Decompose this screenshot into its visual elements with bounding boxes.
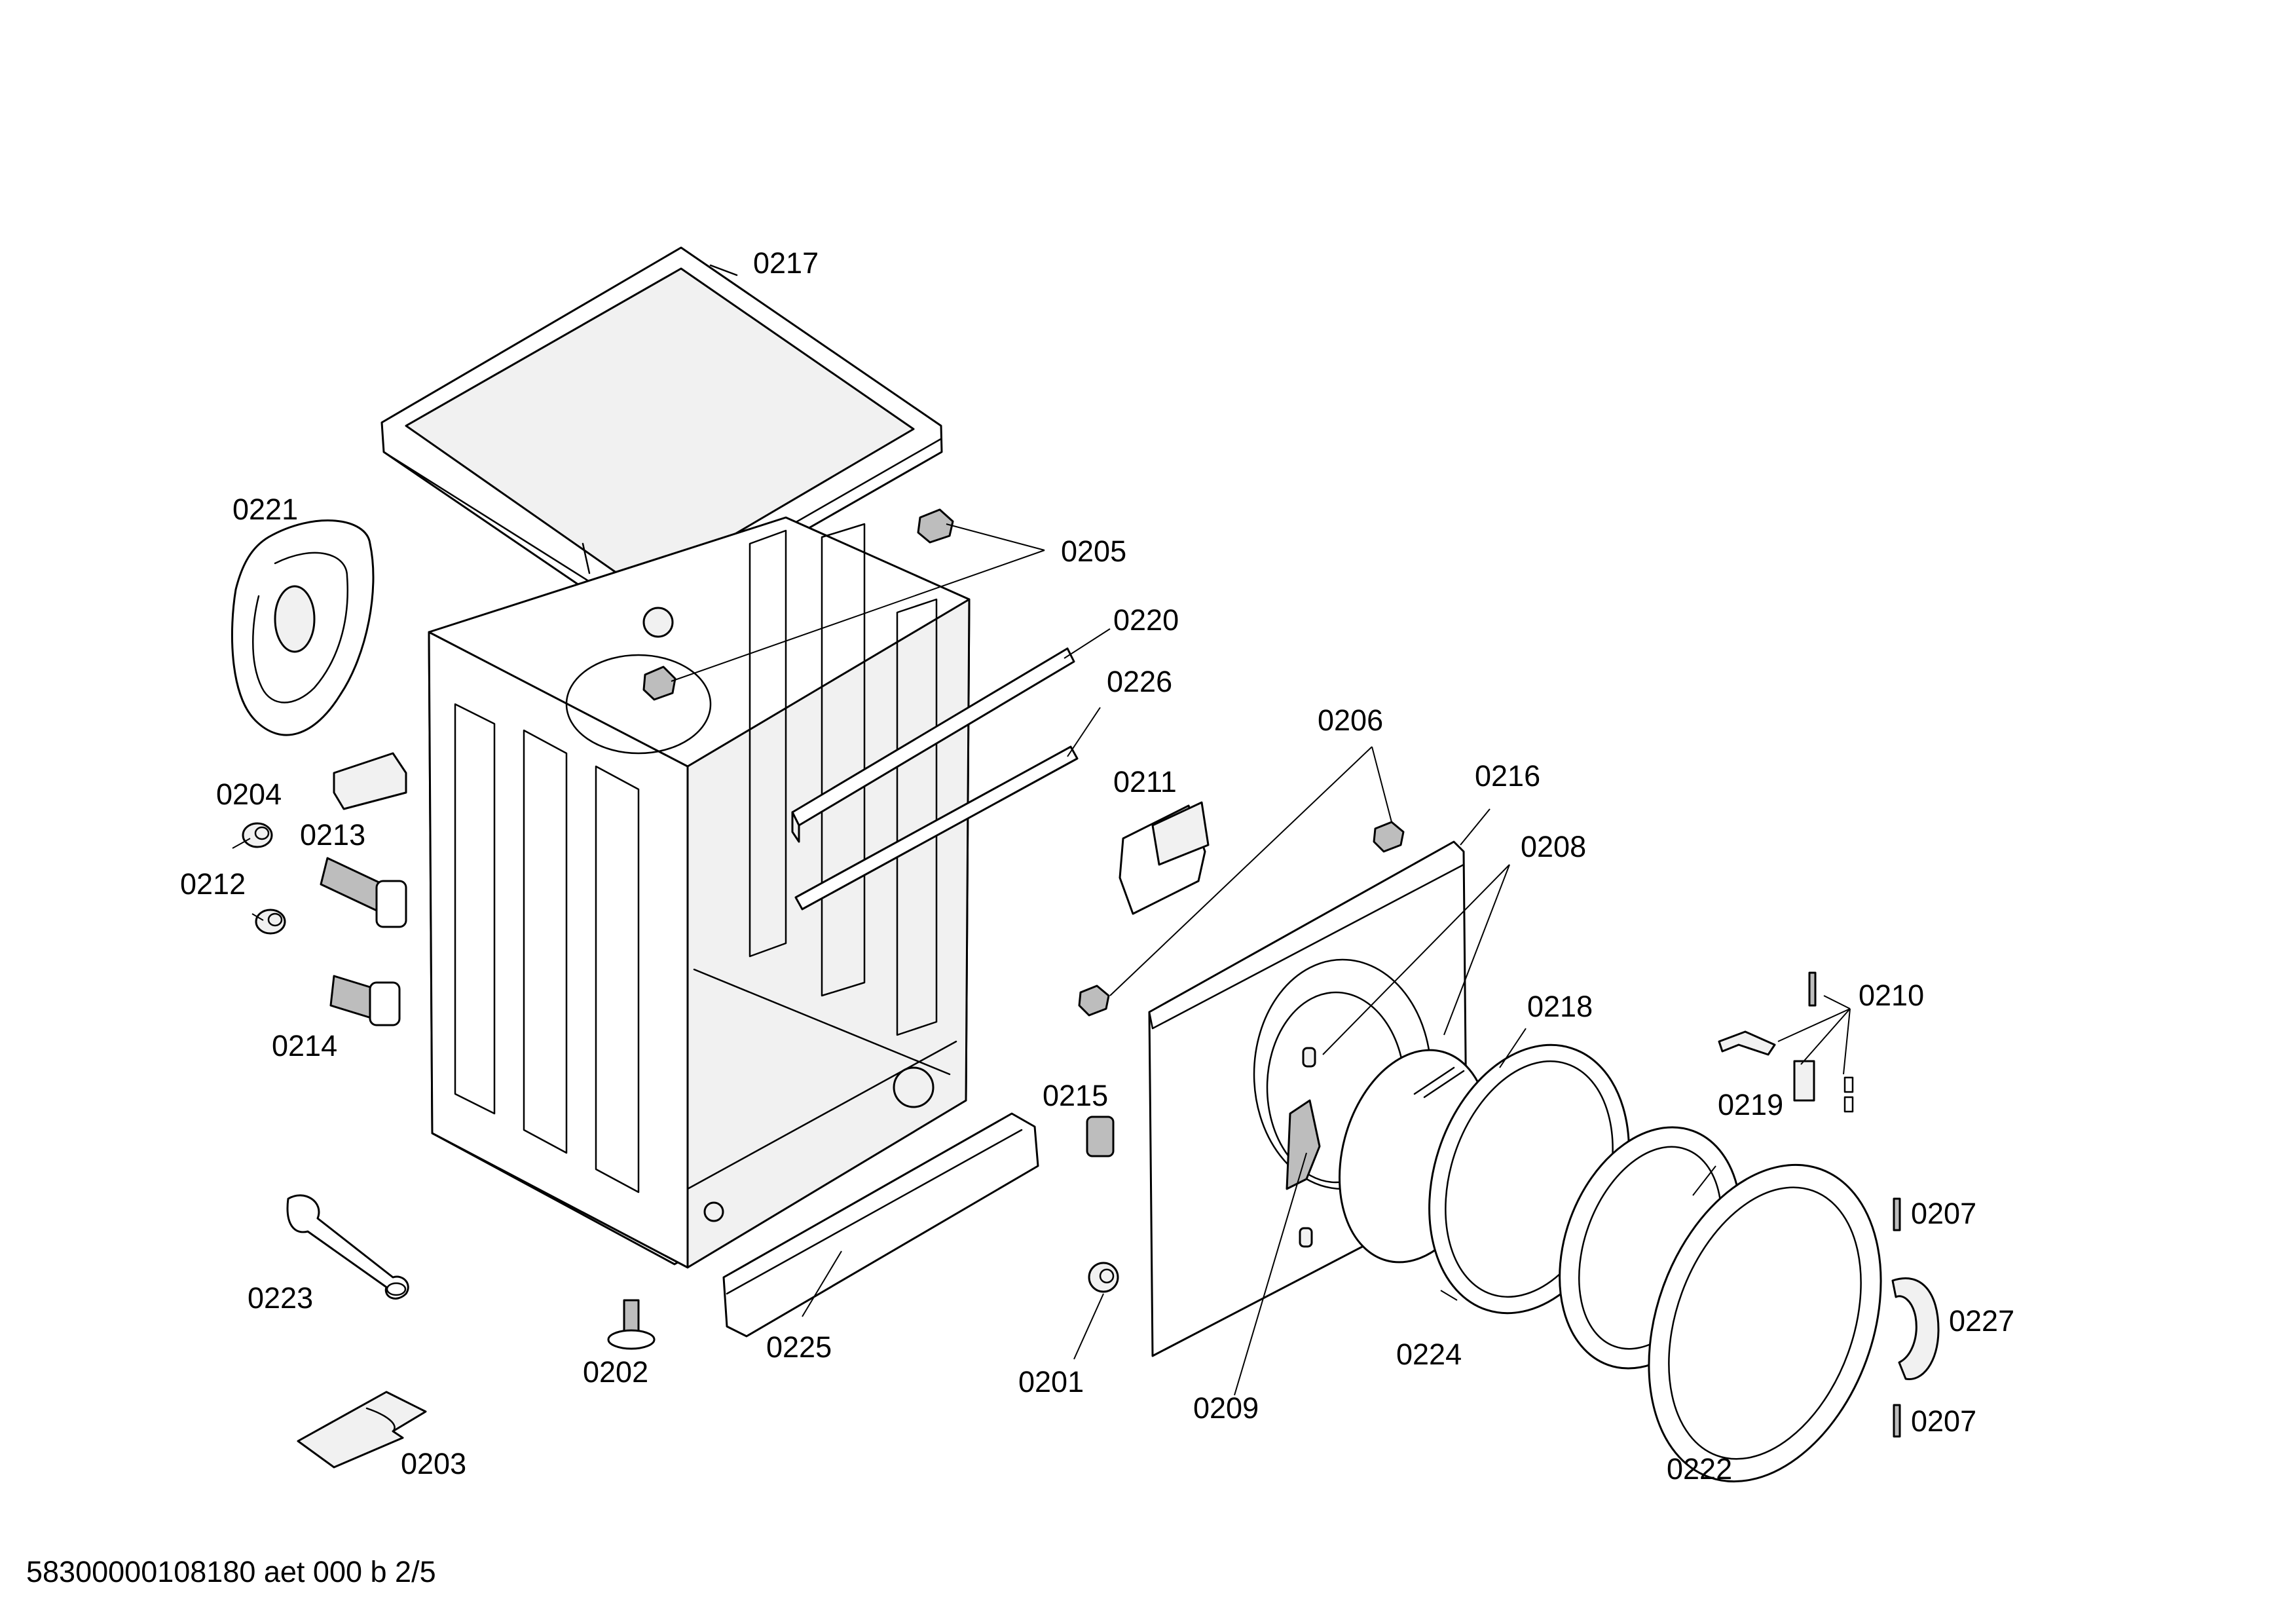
hinge-part: [1286, 1099, 1321, 1190]
callout-0218: 0218: [1527, 990, 1593, 1023]
wrench-part: [286, 1194, 409, 1300]
damper-part-0213: [320, 857, 407, 928]
callout-0226: 0226: [1107, 665, 1172, 698]
callout-0223: 0223: [248, 1281, 313, 1315]
callout-0227: 0227: [1949, 1304, 2014, 1338]
callout-0213: 0213: [300, 818, 365, 852]
cap-part-0201: [1088, 1262, 1119, 1293]
callout-labels: 0217 0221 0205 0220 0226 0206 0216 0211 …: [180, 246, 2014, 1486]
callout-0220: 0220: [1113, 603, 1179, 637]
pin-part-0207-bottom: [1893, 1404, 1901, 1438]
callout-0210: 0210: [1859, 979, 1924, 1012]
callout-0212: 0212: [180, 867, 246, 901]
callout-0211: 0211: [1113, 765, 1177, 798]
rail-part-0226: [794, 745, 1079, 910]
callout-0214: 0214: [272, 1029, 337, 1062]
clip-part-inner: [642, 666, 676, 701]
plate-part: [297, 1391, 427, 1469]
callout-0217: 0217: [753, 246, 819, 280]
callout-0215: 0215: [1043, 1079, 1108, 1112]
handle-parts-0210: [1718, 971, 1854, 1113]
callout-0219: 0219: [1718, 1088, 1783, 1121]
callout-0205: 0205: [1061, 535, 1126, 568]
callout-0208: 0208: [1521, 830, 1586, 863]
rear-panel-part: [231, 519, 375, 736]
callout-0207-bottom: 0207: [1911, 1404, 1976, 1438]
callout-0221: 0221: [232, 493, 298, 526]
callout-0202: 0202: [583, 1355, 648, 1389]
callout-0203: 0203: [401, 1447, 466, 1480]
callout-0216: 0216: [1475, 759, 1540, 793]
cabinet-body-part: [428, 516, 971, 1269]
callout-0225: 0225: [766, 1330, 832, 1364]
rail-part-0220: [791, 647, 1075, 843]
callout-0222: 0222: [1667, 1452, 1732, 1486]
callout-0204: 0204: [216, 778, 282, 811]
callout-0224: 0224: [1396, 1338, 1462, 1371]
kickplate-part: [722, 1112, 1039, 1338]
pin-part-0207-top: [1893, 1197, 1901, 1231]
callout-0206: 0206: [1318, 704, 1383, 737]
document-id-footer: 58300000108180 aet 000 b 2/5: [26, 1555, 436, 1588]
cap-part-0204: [242, 822, 273, 848]
callout-0207-top: 0207: [1911, 1197, 1976, 1230]
damper-part-0214: [329, 975, 401, 1026]
clip-part-0206-b: [1078, 985, 1110, 1017]
callout-0209: 0209: [1193, 1391, 1259, 1425]
bracket-part: [333, 752, 407, 810]
cap-part-0212: [255, 909, 286, 935]
foot-part: [607, 1299, 656, 1350]
clip-part-0215: [1086, 1116, 1115, 1157]
door-lock-part: [1119, 801, 1210, 915]
leader-lines: [232, 523, 1851, 1396]
callout-0201: 0201: [1018, 1365, 1084, 1398]
outer-door-ring-part: [1648, 1163, 1882, 1483]
clip-part-0206-a: [1373, 821, 1405, 853]
clip-part-top: [917, 508, 954, 544]
door-handle-part: [1891, 1277, 1940, 1381]
